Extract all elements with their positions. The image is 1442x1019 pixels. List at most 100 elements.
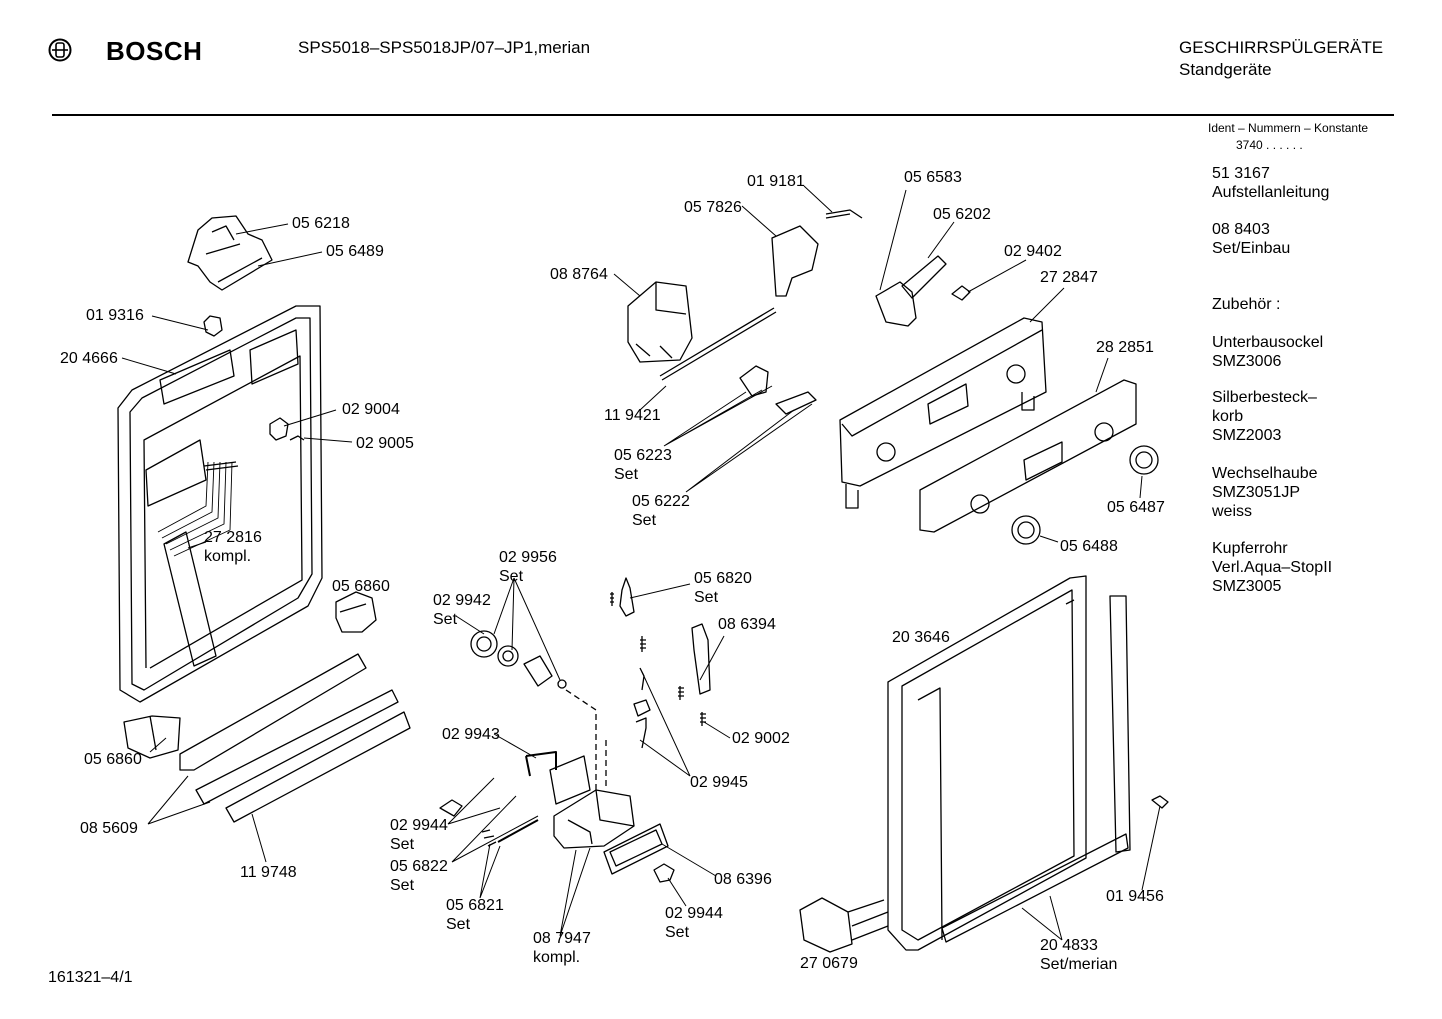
part-label-086396: 08 6396 xyxy=(714,871,772,888)
cable-channel-part xyxy=(163,531,217,667)
control-module-part xyxy=(627,281,693,363)
part-label-087947: 08 7947 kompl. xyxy=(533,930,591,966)
part-label-088764: 08 8764 xyxy=(550,266,608,283)
part-label-029004: 02 9004 xyxy=(342,401,400,418)
control-rod-part xyxy=(659,307,777,381)
dial-part xyxy=(739,365,769,397)
part-label-029944-right: 02 9944 Set xyxy=(665,905,723,941)
bracket-part xyxy=(619,577,635,617)
dispenser-cap-part xyxy=(523,655,553,687)
part-label-119748: 11 9748 xyxy=(240,864,297,881)
knob-large-part xyxy=(1129,445,1159,475)
dispenser-seal-part xyxy=(497,645,519,667)
part-label-056821: 05 6821 Set xyxy=(446,897,504,933)
appliance-subcategory: Standgeräte xyxy=(1179,60,1272,79)
part-label-029943: 02 9943 xyxy=(442,726,500,743)
part-label-019181: 01 9181 xyxy=(747,173,805,190)
part-label-272847: 27 2847 xyxy=(1040,269,1098,286)
screw-vertical-part xyxy=(639,667,645,691)
part-label-056860-left: 05 6860 xyxy=(84,751,142,768)
screw-lower-part xyxy=(635,717,647,749)
seal-strip-part xyxy=(195,689,399,805)
part-label-086394: 08 6394 xyxy=(718,616,776,633)
door-frame-part xyxy=(887,575,1087,951)
part-label-056583: 05 6583 xyxy=(904,169,962,186)
spring-top-part xyxy=(610,592,614,606)
lamp-part xyxy=(951,285,971,301)
part-label-029942: 02 9942 Set xyxy=(433,592,491,628)
hinge-pin-part xyxy=(653,863,675,883)
sidebar-accessories-heading: Zubehör : xyxy=(1212,296,1281,313)
ident-value: 3740 . . . . . . xyxy=(1236,138,1303,152)
dispenser-clip-part xyxy=(525,751,557,777)
sidebar-accessory-pipe: Kupferrohr Verl.Aqua–StopII SMZ3005 xyxy=(1212,540,1333,595)
dispenser-assembly-part xyxy=(553,789,635,849)
bosch-logo-icon xyxy=(48,38,72,62)
part-label-056860-right: 05 6860 xyxy=(332,578,390,595)
screw-side-part xyxy=(1151,795,1169,809)
spring-left-part xyxy=(678,686,684,700)
part-label-056487: 05 6487 xyxy=(1107,499,1165,516)
sidebar-accessory-plinth: Unterbausockel SMZ3006 xyxy=(1212,334,1324,370)
model-designation: SPS5018–SPS5018JP/07–JP1,merian xyxy=(298,38,591,57)
dispenser-dashed-line xyxy=(565,689,607,790)
knob-small-part xyxy=(1011,515,1041,545)
plinth-bracket-part xyxy=(799,897,889,953)
part-label-056822: 05 6822 Set xyxy=(390,858,448,894)
part-label-056820: 05 6820 Set xyxy=(694,570,752,606)
clip-small-part xyxy=(633,699,651,717)
lever-part xyxy=(691,623,711,695)
selector-bracket-part xyxy=(771,225,819,297)
part-label-029402: 02 9402 xyxy=(1004,243,1062,260)
sensor-part xyxy=(901,255,947,299)
drawing-number: 161321–4/1 xyxy=(48,969,133,986)
part-label-029945: 02 9945 xyxy=(690,774,748,791)
part-label-019456: 01 9456 xyxy=(1106,888,1164,905)
part-label-119421: 11 9421 xyxy=(604,407,661,424)
door-inner-panel-part xyxy=(117,305,323,703)
part-label-056222: 05 6222 Set xyxy=(632,493,690,529)
part-label-270679: 27 0679 xyxy=(800,955,858,972)
part-label-057826: 05 7826 xyxy=(684,199,742,216)
pin-part xyxy=(497,819,539,843)
o-ring-part xyxy=(557,679,567,689)
switch-part xyxy=(775,391,817,415)
sidebar-block-instructions: 51 3167 Aufstellanleitung xyxy=(1212,165,1330,201)
part-label-272816: 27 2816 kompl. xyxy=(204,529,262,565)
hinge-bracket-part xyxy=(187,215,273,291)
bottom-trim-part xyxy=(941,833,1129,943)
part-label-085609: 08 5609 xyxy=(80,820,138,837)
part-label-056218: 05 6218 xyxy=(292,215,350,232)
part-label-056488: 05 6488 xyxy=(1060,538,1118,555)
wire-harness xyxy=(157,461,233,557)
trim-strip-part xyxy=(179,653,367,771)
control-panel-fascia-part xyxy=(839,317,1047,509)
dispenser-cover-part xyxy=(549,755,591,805)
part-label-203646: 20 3646 xyxy=(892,629,950,646)
part-label-282851: 28 2851 xyxy=(1096,339,1154,356)
clip-part xyxy=(203,315,223,337)
sensor-wire-part xyxy=(825,209,863,219)
screw-part xyxy=(439,799,463,817)
part-label-029002: 02 9002 xyxy=(732,730,790,747)
corner-block-left-part xyxy=(123,715,181,759)
header-rule xyxy=(52,114,1394,116)
spring-mid-part xyxy=(640,636,646,652)
part-label-029005: 02 9005 xyxy=(356,435,414,452)
dispenser-gasket-part xyxy=(603,823,669,875)
sidebar-accessory-hood: Wechselhaube SMZ3051JP weiss xyxy=(1212,465,1318,520)
side-trim-part xyxy=(1109,595,1131,853)
part-label-204833: 20 4833 Set/merian xyxy=(1040,937,1118,973)
rivet-part xyxy=(481,829,497,847)
panel-cover-part xyxy=(919,379,1137,533)
ident-heading: Ident – Nummern – Konstante xyxy=(1208,121,1369,135)
part-label-204666: 20 4666 xyxy=(60,350,118,367)
appliance-category: GESCHIRRSPÜLGERÄTE xyxy=(1179,38,1384,57)
latch-part xyxy=(269,417,289,441)
brand-name: BOSCH xyxy=(106,36,203,66)
dispenser-lid-part xyxy=(470,630,498,658)
sidebar-block-set: 08 8403 Set/Einbau xyxy=(1212,221,1291,257)
part-label-029956: 02 9956 Set xyxy=(499,549,557,585)
part-label-019316: 01 9316 xyxy=(86,307,144,324)
part-label-056223: 05 6223 Set xyxy=(614,447,672,483)
